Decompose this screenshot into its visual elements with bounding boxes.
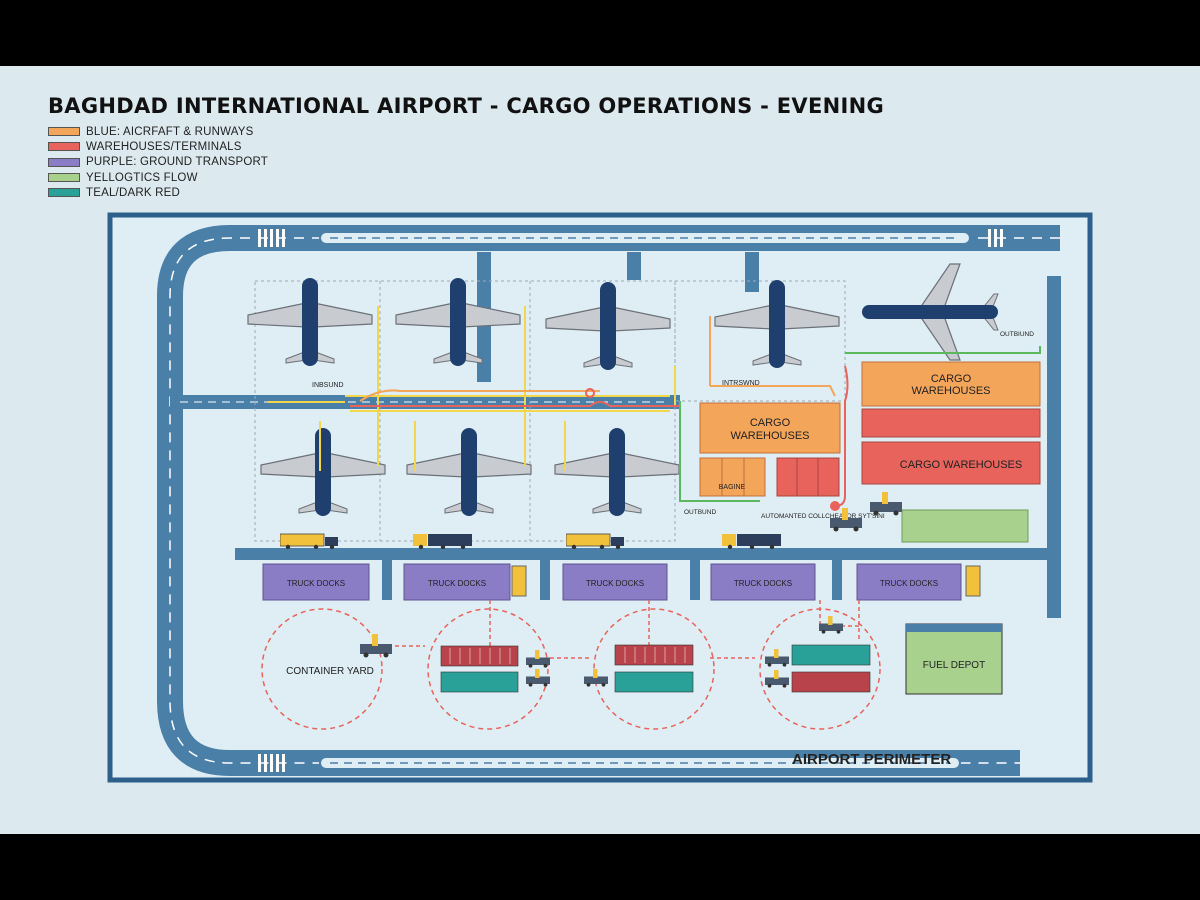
airport-map: AIRPORT PERIMETER (107, 212, 1093, 783)
truck-dock-label: TRUCK DOCKS (734, 579, 792, 588)
legend-item: YELLOGTICS FLOW (48, 170, 268, 185)
perimeter-label: AIRPORT PERIMETER (792, 751, 951, 768)
automated-system-label: AUTOMANTED COLLCHEATOR SYT'SINI (761, 513, 885, 520)
engine-label: BAGINE (719, 484, 746, 491)
runway-loop (157, 225, 1060, 776)
fuel-depot-label: FUEL DEPOT (923, 660, 985, 671)
legend-swatch (48, 188, 80, 198)
container-yard-label: CONTAINER YARD (286, 666, 374, 677)
legend-label: BLUE: AICRFAFT & RUNWAYS (86, 125, 254, 138)
warehouse-label-line2: WAREHOUSES (911, 385, 990, 397)
truck-dock-label: TRUCK DOCKS (880, 579, 938, 588)
truck-dock-label: TRUCK DOCKS (586, 579, 644, 588)
warehouse-label-line1: CARGO (931, 373, 972, 385)
legend-item: BLUE: AICRFAFT & RUNWAYS (48, 124, 268, 139)
diagram-title: BAGHDAD INTERNATIONAL AIRPORT - CARGO OP… (48, 94, 884, 118)
legend-label: WAREHOUSES/TERMINALS (86, 140, 242, 153)
legend-label: TEAL/DARK RED (86, 186, 180, 199)
central-cargo-warehouse: CARGO WAREHOUSES BAGINE (699, 402, 841, 497)
truck-dock-label: TRUCK DOCKS (287, 579, 345, 588)
right-cargo-warehouses: CARGO WAREHOUSES CARGO WAREHOUSES (861, 361, 1041, 543)
fuel-depot: FUEL DEPOT (905, 623, 1003, 695)
outbound-label: OUTBIUND (1000, 331, 1034, 338)
diagram-canvas: BAGHDAD INTERNATIONAL AIRPORT - CARGO OP… (0, 66, 1200, 834)
legend: BLUE: AICRFAFT & RUNWAYS WAREHOUSES/TERM… (48, 124, 268, 200)
truck-dock-label: TRUCK DOCKS (428, 579, 486, 588)
truck-docks: TRUCK DOCKS TRUCK DOCKS TRUCK DOCKS TRUC… (262, 563, 981, 601)
legend-swatch (48, 142, 80, 152)
inbound-flow (350, 316, 849, 511)
outbound-label: OUTBUND (684, 509, 716, 516)
inbound-label: INBSUND (312, 382, 344, 389)
truck-icon (722, 534, 781, 549)
warehouse-label-line1: CARGO (750, 417, 791, 429)
inbound-label: INTRSWND (722, 380, 760, 387)
legend-swatch (48, 157, 80, 167)
legend-item: PURPLE: GROUND TRANSPORT (48, 155, 268, 170)
legend-swatch (48, 173, 80, 183)
warehouse-label-line2: WAREHOUSES (730, 430, 809, 442)
warehouse-label: CARGO WAREHOUSES (900, 459, 1022, 471)
legend-item: WAREHOUSES/TERMINALS (48, 139, 268, 154)
legend-label: PURPLE: GROUND TRANSPORT (86, 156, 269, 169)
legend-swatch (48, 127, 80, 137)
legend-item: TEAL/DARK RED (48, 185, 268, 200)
yellow-flow (268, 306, 676, 471)
legend-label: YELLOGTICS FLOW (86, 171, 198, 184)
container-yard-zones (261, 608, 881, 730)
truck-icon (413, 534, 472, 549)
